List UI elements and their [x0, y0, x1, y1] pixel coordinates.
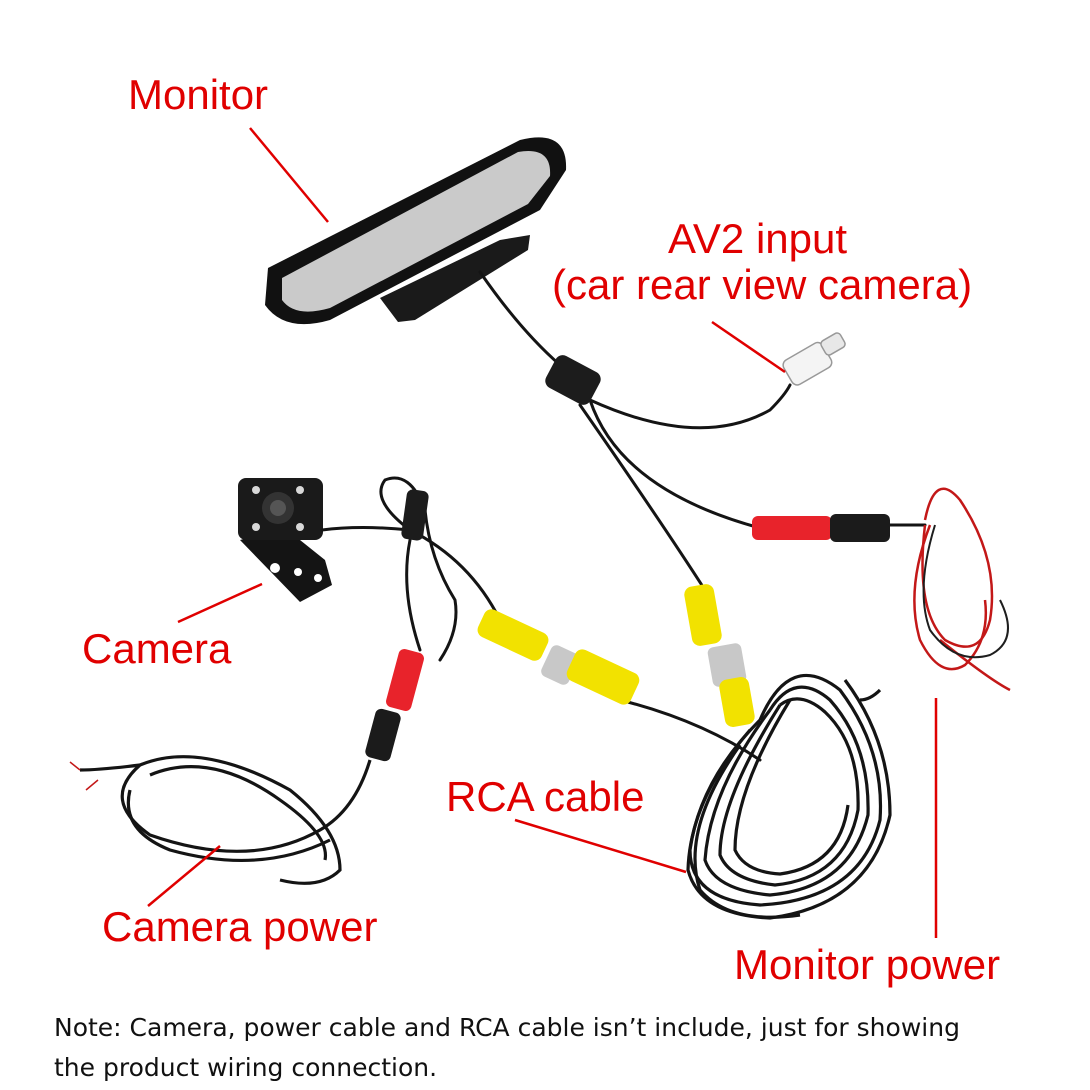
camera-power-connector-icon [365, 649, 424, 762]
camera-icon [238, 478, 332, 602]
camera-power-coil [79, 755, 372, 885]
label-monitor: Monitor [128, 71, 269, 118]
monitor-harness [478, 270, 927, 592]
leader-camera-power [147, 845, 221, 907]
camera-power-bare-wires [69, 761, 99, 791]
label-camera: Camera [82, 625, 232, 672]
harness-splitter [545, 355, 601, 405]
monitor-rca-connector-icon [684, 584, 755, 727]
leader-lines [147, 127, 938, 938]
leader-rca [514, 818, 687, 874]
monitor-power-connector-icon [752, 514, 890, 542]
label-camera-power: Camera power [102, 903, 378, 950]
note: Note: Camera, power cable and RCA cable … [54, 1008, 1064, 1088]
rca-cable-coil [686, 673, 892, 920]
label-rca-cable: RCA cable [446, 773, 645, 820]
leader-av2 [711, 320, 786, 374]
monitor-power-black-wire [922, 524, 1009, 659]
note-line-1: Note: Camera, power cable and RCA cable … [54, 1013, 960, 1042]
label-av2-line1: AV2 input [668, 215, 848, 262]
av2-connector-icon [782, 332, 846, 386]
monitor-power-wires [913, 487, 1011, 692]
label-monitor-power: Monitor power [734, 941, 1001, 988]
monitor-icon [265, 137, 567, 325]
leader-monitor [249, 127, 329, 223]
leader-camera [177, 582, 263, 624]
label-av2-line2: (car rear view camera) [552, 261, 973, 308]
camera-rca-connector-icon [477, 609, 640, 705]
note-line-2: the product wiring connection. [54, 1053, 438, 1082]
camera-inline-module [401, 489, 429, 541]
